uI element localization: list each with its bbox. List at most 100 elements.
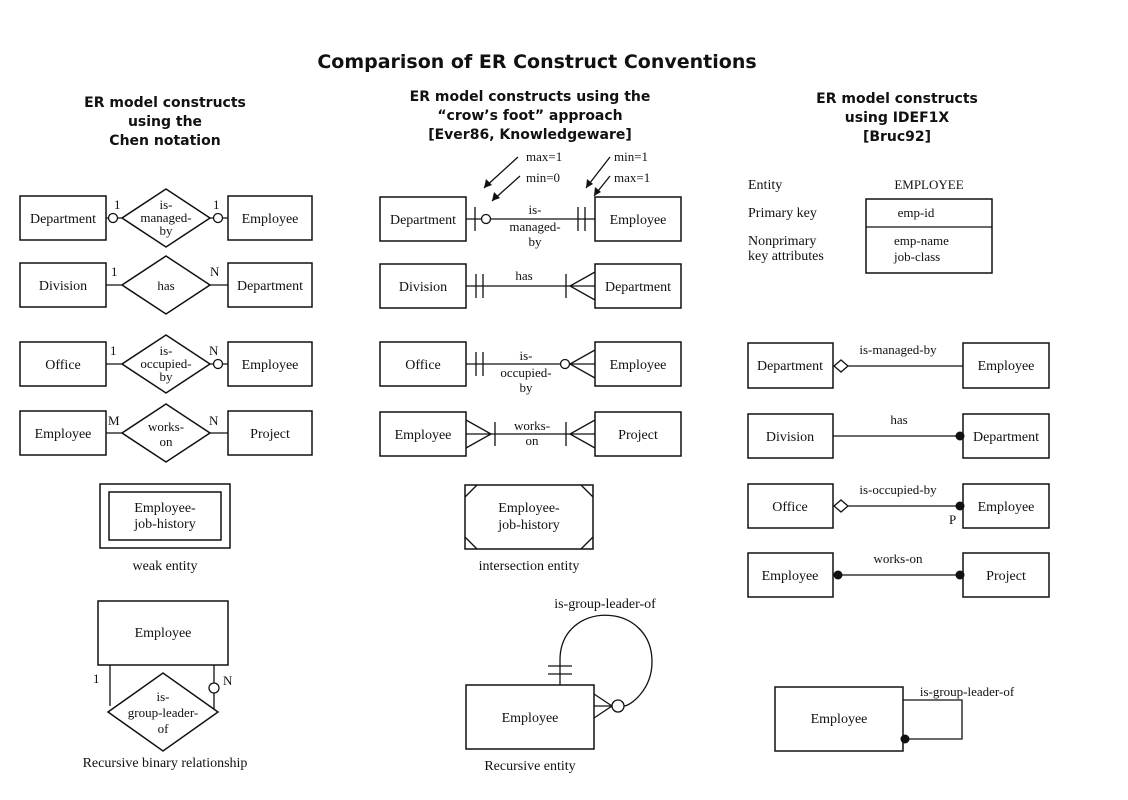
cardinality-label: 1: [111, 264, 118, 279]
cardinality-label: N: [209, 413, 219, 428]
idef1x-heading-line-1: ER model constructs: [816, 91, 978, 107]
crowsfoot-row-has: Division Department has: [379, 263, 682, 309]
crowsfoot-intersection-entity: Employee- job-history intersection entit…: [464, 484, 594, 574]
crowsfoot-entity-label: Office: [405, 358, 441, 373]
chen-rel-line: managed-: [140, 210, 191, 225]
legend-entity-box: [865, 198, 993, 274]
intersection-entity-label: Employee-: [498, 501, 560, 516]
chen-entity-label: Office: [45, 358, 81, 373]
crowsfoot-rel-line: is-: [529, 202, 542, 217]
weak-entity-inner-box: [108, 491, 222, 541]
legend-max1-left: max=1: [526, 149, 562, 164]
intersection-entity-label: job-history: [497, 518, 559, 533]
idef1x-entity-employee: [962, 342, 1050, 389]
corner-mark: [464, 536, 478, 550]
arrowhead-icon: [484, 179, 492, 188]
idef1x-row-occupied: Office Employee is-occupied-by P: [747, 482, 1050, 529]
crowsfoot-entity-label: Project: [618, 428, 658, 443]
legend-nonprimary-label: key attributes: [748, 249, 824, 264]
crowsfoot-entity-label: Department: [605, 280, 671, 295]
chen-row-managed: Department is- managed- by Employee 1 1: [19, 188, 313, 248]
corner-mark: [580, 484, 594, 498]
chen-entity-department: [227, 262, 313, 308]
intersection-entity-caption: intersection entity: [479, 559, 580, 574]
crowsfoot-rel-line: on: [526, 433, 540, 448]
crowsfoot-rel-line: occupied-: [500, 365, 551, 380]
crowsfoot-rel-line: by: [529, 234, 543, 249]
idef1x-entity-label: Employee: [762, 569, 819, 584]
chen-rel-line: group-leader-: [128, 705, 198, 720]
crowsfoot-entity-division: [379, 263, 467, 309]
crowsfoot-entity-label: Employee: [610, 358, 667, 373]
chen-rel-line: by: [160, 369, 174, 384]
idef1x-heading-line-3: [Bruc92]: [863, 129, 931, 145]
cardinality-label: 1: [93, 671, 100, 686]
crows-foot-icon: [465, 419, 493, 449]
idef1x-rel-label: is-managed-by: [859, 342, 937, 357]
chen-relationship-diamond: [120, 188, 212, 248]
idef1x-recursive-rel-label: is-group-leader-of: [920, 684, 1015, 699]
chen-row-has: Division has Department 1 N: [19, 255, 313, 315]
crowsfoot-entity-employee: [594, 196, 682, 242]
idef1x-row-works: Employee Project works-on: [747, 551, 1050, 598]
optional-circle-icon: [208, 682, 220, 694]
crowsfoot-rel-line: managed-: [509, 219, 560, 234]
chen-entity-employee: [227, 195, 313, 241]
idef1x-recursive-entity: [774, 686, 904, 752]
idef1x-rel-label: is-occupied-by: [859, 482, 937, 497]
chen-row-occupied: Office is- occupied- by Employee 1 N: [19, 334, 313, 394]
zero-circle-icon: [480, 213, 492, 225]
crows-foot-icon: [568, 271, 596, 301]
idef1x-entity-label: Project: [986, 569, 1026, 584]
recursive-rel-label: is-group-leader-of: [554, 597, 656, 612]
optional-circle-icon: [212, 212, 224, 224]
filled-dot-icon: [955, 501, 965, 511]
hollow-diamond-icon: [833, 359, 849, 373]
recursive-relationship-line: [903, 699, 963, 740]
chen-heading-line-1: ER model constructs: [84, 95, 246, 111]
legend-primary-key-label: Primary key: [748, 206, 817, 221]
idef1x-heading-line-2: using IDEF1X: [845, 110, 950, 126]
chen-rel-line: by: [160, 223, 174, 238]
idef1x-entity-label: Office: [772, 500, 808, 515]
idef1x-entity-label: Department: [757, 359, 823, 374]
crowsfoot-entity-employee: [379, 411, 467, 457]
crowsfoot-heading-line-3: [Ever86, Knowledgeware]: [428, 127, 632, 143]
chen-entity-label: Employee: [242, 358, 299, 373]
corner-mark: [580, 536, 594, 550]
cardinality-label: 1: [110, 343, 117, 358]
crowsfoot-entity-label: Employee: [502, 711, 559, 726]
crowsfoot-entity-label: Employee: [610, 213, 667, 228]
legend-primary-key: emp-id: [898, 205, 935, 220]
filled-dot-icon: [955, 570, 965, 580]
crowsfoot-rel-line: has: [515, 268, 532, 283]
legend-max1-right: max=1: [614, 170, 650, 185]
crows-foot-icon: [568, 419, 596, 449]
chen-rel-line: is-: [160, 197, 173, 212]
chen-rel-line: occupied-: [140, 356, 191, 371]
chen-heading-line-2: using the: [128, 114, 202, 130]
idef1x-entity-label: Employee: [978, 359, 1035, 374]
chen-relationship-diamond: [106, 672, 220, 752]
idef1x-entity-label: Division: [766, 430, 814, 445]
crowsfoot-entity-project: [594, 411, 682, 457]
legend-attribute: job-class: [893, 249, 940, 264]
idef1x-entity-label: Employee: [978, 500, 1035, 515]
chen-entity-label: Division: [39, 279, 87, 294]
corner-mark: [464, 484, 478, 498]
chen-row-works: Employee works- on Project M N: [19, 403, 313, 463]
crowsfoot-rel-line: is-: [520, 348, 533, 363]
arrowhead-icon: [492, 192, 500, 201]
cardinality-label: N: [210, 264, 220, 279]
idef1x-entity-employee: [962, 483, 1050, 529]
crowsfoot-heading-line-1: ER model constructs using the: [410, 89, 651, 105]
crowsfoot-row-occupied: Office Employee is- occupied- by: [379, 341, 682, 395]
idef1x-entity-label: Department: [973, 430, 1039, 445]
crowsfoot-entity-department: [379, 196, 467, 242]
chen-entity-division: [19, 262, 107, 308]
idef1x-row-managed: Department Employee is-managed-by: [747, 342, 1050, 389]
cardinality-label: N: [223, 673, 233, 688]
crowsfoot-entity-label: Department: [390, 213, 456, 228]
crowsfoot-legend: max=1 min=0 min=1 max=1: [483, 149, 650, 202]
